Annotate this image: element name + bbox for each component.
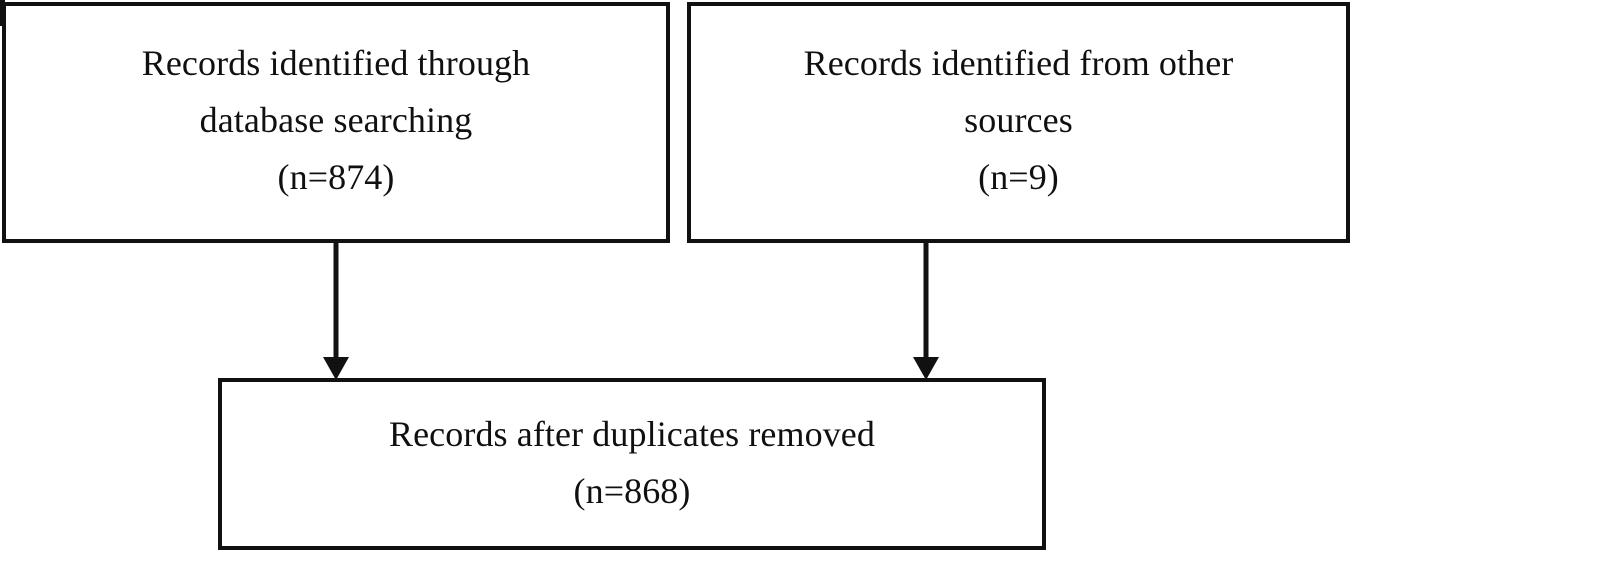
box-records-identified-through-database-searching: Records identified through database sear…: [2, 2, 670, 243]
box-text: Records after duplicates removed (n=868): [389, 406, 875, 520]
box-record-count: (n=868): [573, 471, 691, 511]
box-records-after-duplicates-removed: Records after duplicates removed (n=868): [218, 378, 1046, 550]
box-record-count: (n=9): [978, 157, 1059, 197]
box-line: sources: [964, 100, 1073, 140]
arrow-head-down-icon: [323, 357, 349, 380]
box-text: Records identified from other sources (n…: [804, 35, 1234, 206]
box-text: Records identified through database sear…: [142, 35, 531, 206]
arrow-shaft: [333, 243, 339, 363]
box-record-count: (n=874): [277, 157, 395, 197]
box-line: Records after duplicates removed: [388, 414, 875, 454]
arrow-database-to-dedup: [323, 243, 349, 380]
box-line: database searching: [199, 100, 473, 140]
box-line: Records identified from other: [803, 43, 1234, 83]
arrow-other-sources-to-dedup: [913, 243, 939, 380]
arrow-head-down-icon: [913, 357, 939, 380]
box-records-identified-from-other-sources: Records identified from other sources (n…: [687, 2, 1350, 243]
arrow-shaft: [923, 243, 929, 363]
box-line: Records identified through: [141, 43, 531, 83]
